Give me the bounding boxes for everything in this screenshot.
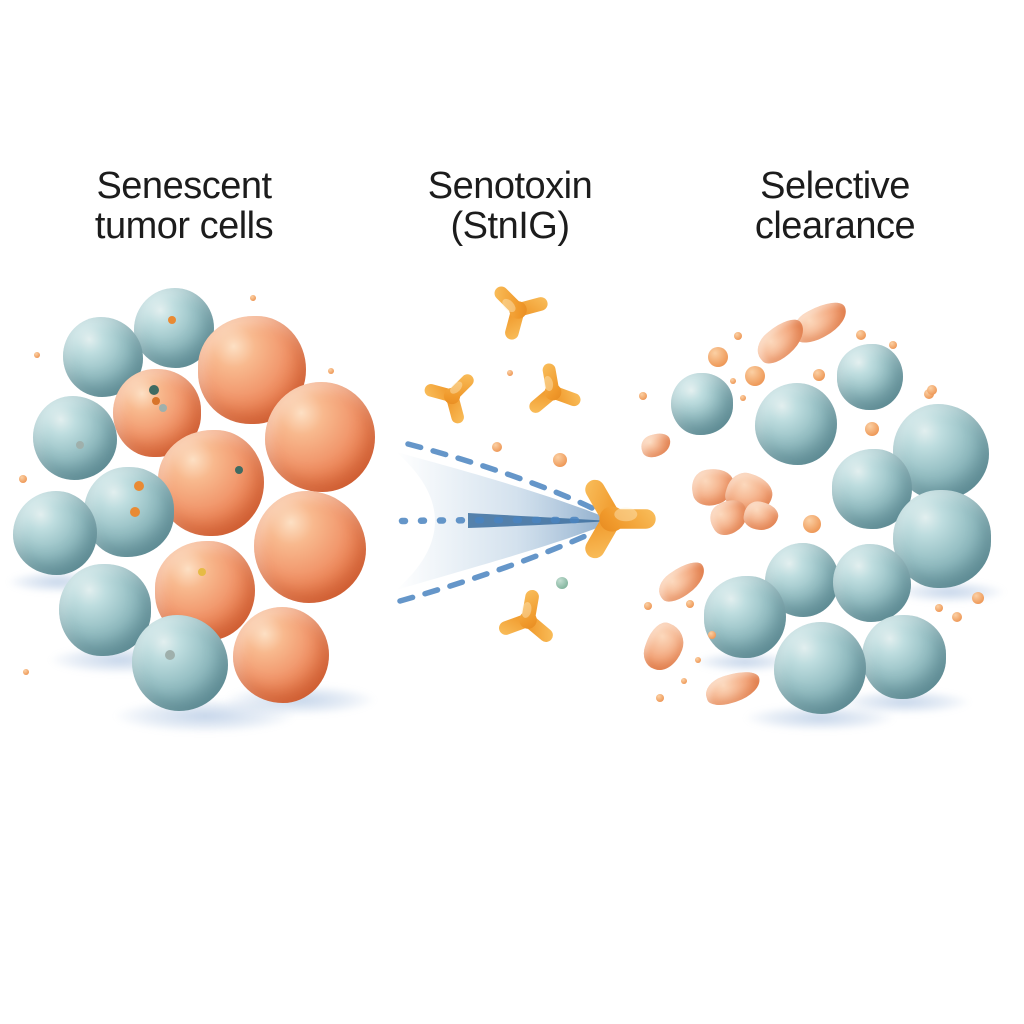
speck-dot — [695, 657, 701, 663]
cell-shadow — [115, 699, 295, 733]
cell-surface-fleck — [130, 507, 140, 517]
speck-dot — [856, 330, 866, 340]
dashed-arrow — [405, 441, 595, 511]
cell-surface-fleck — [235, 466, 243, 474]
surviving-cell-teal — [704, 576, 786, 658]
speck-dot — [553, 453, 567, 467]
speck-dot — [865, 422, 879, 436]
cleared-cell-debris — [652, 555, 712, 607]
cell-surface-fleck — [198, 568, 206, 576]
speck-dot — [656, 694, 664, 702]
surviving-cell-teal — [893, 490, 991, 588]
cell-surface-fleck — [76, 441, 84, 449]
tumor-cell-teal — [84, 467, 174, 557]
speck-dot — [730, 378, 736, 384]
cell-surface-fleck — [149, 385, 159, 395]
speck-dot — [23, 669, 29, 675]
tumor-cell-orange — [254, 491, 366, 603]
surviving-cell-teal — [671, 373, 733, 435]
speck-dot — [34, 352, 40, 358]
label-senotoxin-stnig: Senotoxin (StnIG) — [428, 166, 593, 246]
tumor-cell-teal — [132, 615, 228, 711]
speck-dot — [745, 366, 765, 386]
speck-dot — [740, 395, 746, 401]
dashed-arrow — [398, 516, 590, 525]
speck-dot — [813, 369, 825, 381]
cell-surface-fleck — [165, 650, 175, 660]
cleared-cell-debris — [638, 618, 690, 676]
surviving-cell-teal — [755, 383, 837, 465]
label-line-1: Senotoxin — [427, 165, 593, 207]
label-line-2: (StnIG) — [450, 205, 570, 247]
cell-surface-fleck — [159, 404, 167, 412]
tumor-cell-orange — [265, 382, 375, 492]
surviving-cell-teal — [774, 622, 866, 714]
cell-shadow — [695, 652, 795, 672]
label-line-2: tumor cells — [94, 205, 274, 247]
speck-dot — [644, 602, 652, 610]
speck-dot — [952, 612, 962, 622]
speck-dot — [250, 295, 256, 301]
surviving-cell-teal — [837, 344, 903, 410]
surviving-cell-teal — [833, 544, 911, 622]
speck-dot — [803, 515, 821, 533]
tumor-cell-teal — [13, 491, 97, 575]
tumor-cell-teal — [33, 396, 117, 480]
tumor-cell-orange — [233, 607, 329, 703]
speck-dot — [734, 332, 742, 340]
label-line-2: clearance — [754, 205, 916, 247]
speck-dot — [556, 577, 568, 589]
cell-surface-fleck — [152, 397, 160, 405]
speck-dot — [492, 442, 502, 452]
speck-dot — [972, 592, 984, 604]
cell-surface-fleck — [134, 481, 144, 491]
speck-dot — [639, 392, 647, 400]
cell-surface-fleck — [168, 316, 176, 324]
speck-dot — [686, 600, 694, 608]
speck-dot — [935, 604, 943, 612]
cleared-cell-debris — [702, 666, 764, 710]
speck-dot — [708, 631, 716, 639]
label-line-1: Senescent — [96, 165, 272, 207]
cleared-cell-debris — [638, 429, 674, 461]
surviving-cell-teal — [862, 615, 946, 699]
label-senescent-tumor-cells: Senescent tumor cells — [94, 165, 274, 247]
speck-dot — [927, 385, 937, 395]
cleared-cell-debris — [741, 499, 781, 533]
speck-dot — [889, 341, 897, 349]
speck-dot — [19, 475, 27, 483]
dashed-arrow — [397, 530, 595, 604]
label-line-1: Selective — [760, 165, 910, 207]
tumor-cell-orange — [158, 430, 264, 536]
label-selective-clearance: Selective clearance — [754, 165, 916, 247]
speck-dot — [328, 368, 334, 374]
speck-dot — [681, 678, 687, 684]
speck-dot — [507, 370, 513, 376]
speck-dot — [708, 347, 728, 367]
